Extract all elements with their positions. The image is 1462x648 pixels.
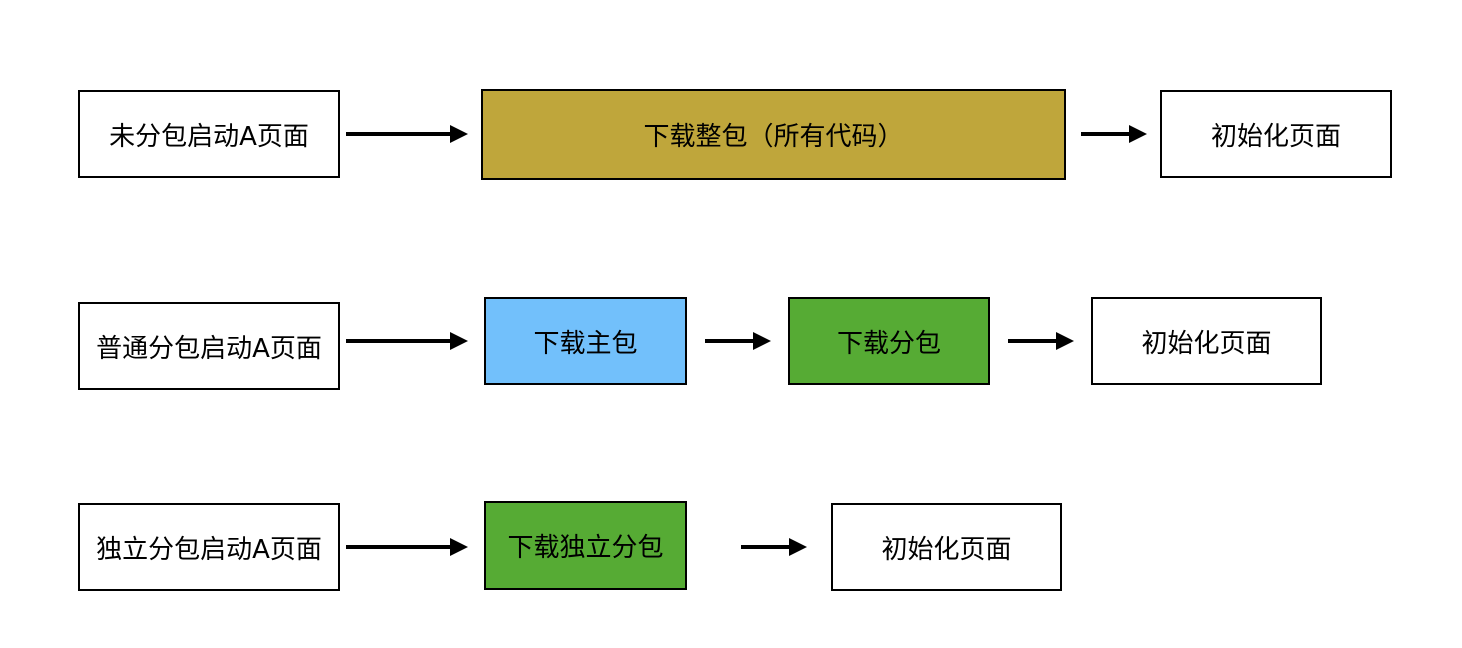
download-whole-package-box: 下载整包（所有代码） — [481, 89, 1066, 180]
arrow-row2-1 — [346, 331, 468, 351]
start-box-independent-subpackage: 独立分包启动A页面 — [78, 503, 340, 591]
download-independent-subpackage-box: 下载独立分包 — [484, 501, 687, 590]
download-sub-package-box: 下载分包 — [788, 297, 990, 385]
start-box-no-subpackage: 未分包启动A页面 — [78, 90, 340, 178]
init-page-box-row1: 初始化页面 — [1160, 90, 1392, 178]
init-page-box-row2: 初始化页面 — [1091, 297, 1322, 385]
arrow-row1-2 — [1081, 124, 1147, 144]
arrow-row3-1 — [346, 537, 468, 557]
start-box-normal-subpackage: 普通分包启动A页面 — [78, 302, 340, 390]
arrow-row2-3 — [1008, 331, 1074, 351]
arrow-row2-2 — [705, 331, 771, 351]
download-main-package-box: 下载主包 — [484, 297, 687, 385]
arrow-row1-1 — [346, 124, 468, 144]
arrow-row3-2 — [741, 537, 807, 557]
init-page-box-row3: 初始化页面 — [831, 503, 1062, 591]
